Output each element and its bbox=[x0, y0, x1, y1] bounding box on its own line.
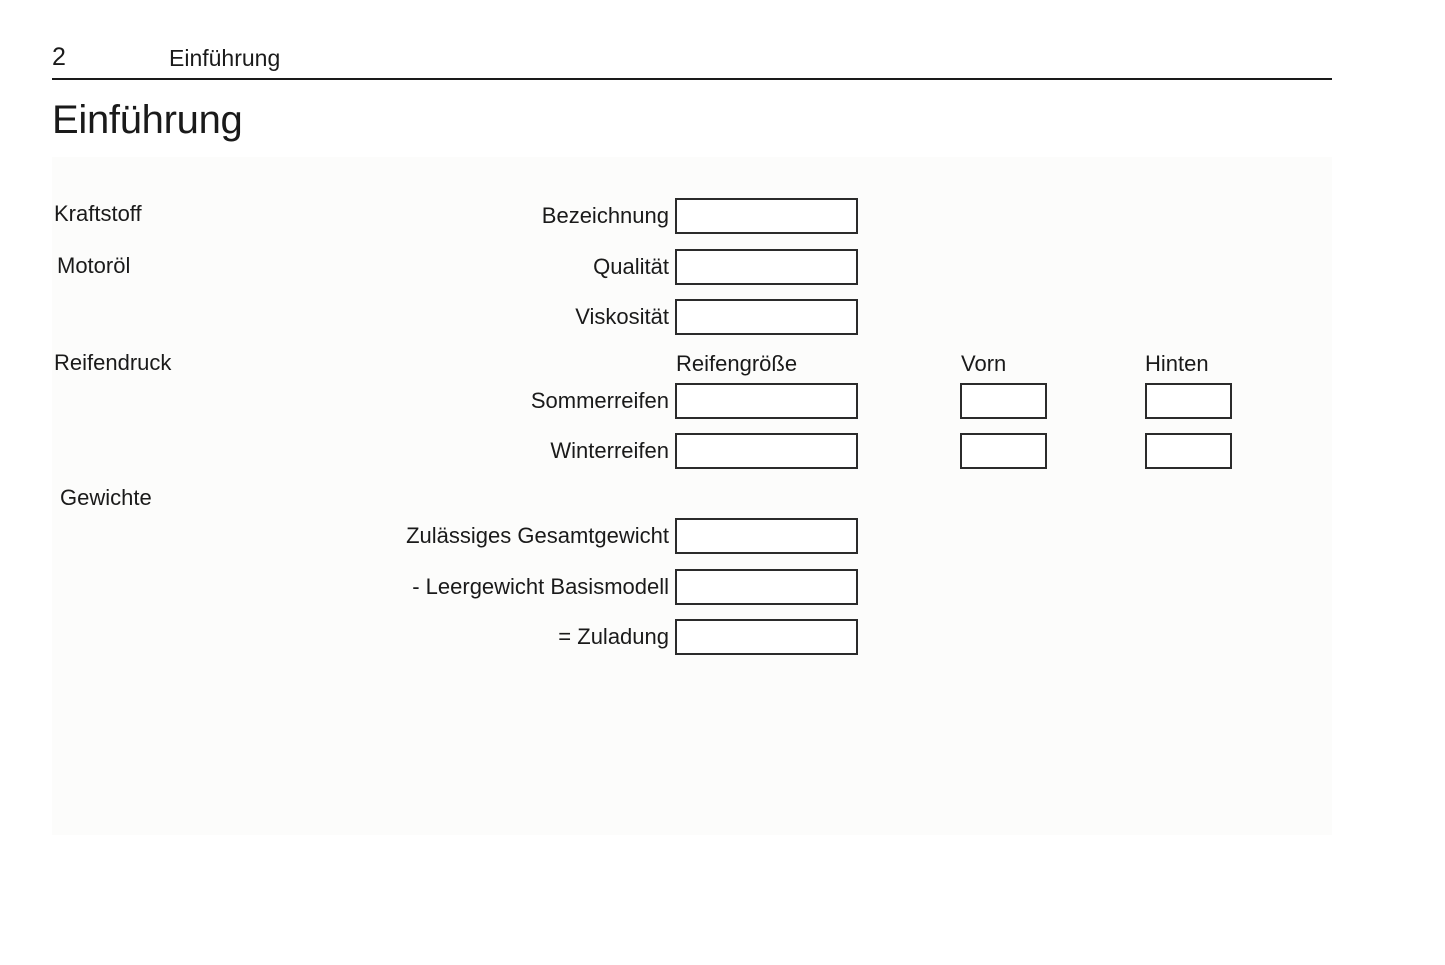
label-zuladung: = Zuladung bbox=[558, 624, 669, 649]
field-sommerreifen-rear[interactable] bbox=[1145, 383, 1232, 419]
section-label-tyre-pressure: Reifendruck bbox=[54, 350, 172, 375]
field-qualitaet[interactable] bbox=[675, 249, 858, 285]
header-chapter-name: Einführung bbox=[169, 45, 281, 71]
form-row-bezeichnung: Bezeichnung bbox=[52, 198, 1332, 234]
label-sommerreifen: Sommerreifen bbox=[530, 388, 669, 413]
form-row-leergewicht: - Leergewicht Basismodell bbox=[52, 569, 1332, 605]
field-sommerreifen-front[interactable] bbox=[960, 383, 1047, 419]
section-label-weights: Gewichte bbox=[60, 485, 152, 510]
label-viskositaet: Viskosität bbox=[575, 304, 669, 329]
label-leergewicht: - Leergewicht Basismodell bbox=[412, 574, 669, 599]
form-row-viskositaet: Viskosität bbox=[52, 299, 1332, 335]
label-qualitaet: Qualität bbox=[593, 254, 669, 279]
column-header-rear: Hinten bbox=[1145, 351, 1209, 376]
label-gesamtgewicht: Zulässiges Gesamtgewicht bbox=[406, 523, 669, 548]
vehicle-data-form-panel: Kraftstoff Motoröl Reifendruck Gewichte … bbox=[52, 157, 1332, 835]
column-header-tyre-size: Reifengröße bbox=[676, 351, 798, 376]
page-number: 2 bbox=[52, 43, 67, 71]
section-label-engine-oil: Motoröl bbox=[57, 253, 131, 278]
field-viskositaet[interactable] bbox=[675, 299, 858, 335]
label-bezeichnung: Bezeichnung bbox=[541, 203, 669, 228]
form-row-sommerreifen: Sommerreifen bbox=[52, 383, 1332, 419]
field-leergewicht[interactable] bbox=[675, 569, 858, 605]
field-zuladung[interactable] bbox=[675, 619, 858, 655]
field-winterreifen-size[interactable] bbox=[675, 433, 858, 469]
page-running-header: 2 Einführung bbox=[52, 42, 1332, 80]
field-winterreifen-front[interactable] bbox=[960, 433, 1047, 469]
form-row-winterreifen: Winterreifen bbox=[52, 433, 1332, 469]
field-winterreifen-rear[interactable] bbox=[1145, 433, 1232, 469]
form-row-zuladung: = Zuladung bbox=[52, 619, 1332, 655]
field-gesamtgewicht[interactable] bbox=[675, 518, 858, 554]
column-header-front: Vorn bbox=[961, 351, 1007, 376]
form-row-gesamtgewicht: Zulässiges Gesamtgewicht bbox=[52, 518, 1332, 554]
field-bezeichnung[interactable] bbox=[675, 198, 858, 234]
section-label-fuel: Kraftstoff bbox=[54, 201, 142, 226]
form-row-qualitaet: Qualität bbox=[52, 249, 1332, 285]
field-sommerreifen-size[interactable] bbox=[675, 383, 858, 419]
page-title: Einführung bbox=[52, 98, 243, 142]
label-winterreifen: Winterreifen bbox=[550, 438, 669, 463]
